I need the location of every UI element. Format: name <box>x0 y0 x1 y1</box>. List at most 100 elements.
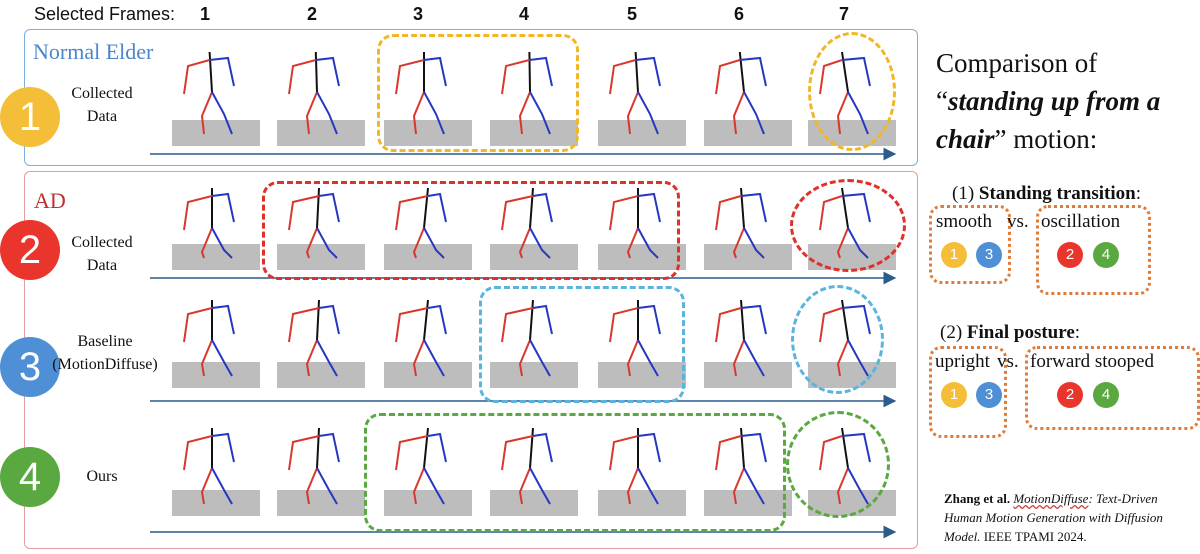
row3-frame6-left-leg <box>732 339 745 377</box>
row4-frame2-right-leg <box>316 467 338 505</box>
row1-frame4-torso <box>528 51 531 93</box>
row3-frame5-floor <box>598 362 686 388</box>
row1-frame5-floor <box>598 120 686 146</box>
row4-frame2-right-arm <box>318 432 340 463</box>
row3-frame5-left-leg <box>626 339 639 377</box>
row2-frame4-floor <box>490 244 578 270</box>
row3-highlight-frame-7 <box>791 285 884 394</box>
row3-frame1-right-arm <box>211 304 235 335</box>
row2-frame3-torso <box>423 187 429 229</box>
row2-frame4-right-arm <box>532 192 553 223</box>
row4-frame1-right-leg <box>211 467 233 505</box>
row2-frame4-right-leg <box>529 227 551 259</box>
row1-frame2-torso <box>314 51 318 93</box>
row1-frame3-left-leg <box>412 91 425 135</box>
criterion-1-badge-4: 4 <box>1093 242 1119 268</box>
row3-frame6-left-arm <box>715 307 742 343</box>
criterion-1-right-group <box>1036 205 1151 295</box>
row3-frame6-torso <box>740 299 745 341</box>
row4-frame1-left-leg <box>200 467 213 505</box>
row4-frame2-left-leg <box>305 467 318 505</box>
row3-frame2-right-arm <box>318 304 340 335</box>
row4-frame6-right-arm <box>740 432 767 463</box>
row3-frame4-left-leg <box>518 339 531 377</box>
row4-frame2-torso <box>316 427 320 469</box>
row4-frame1-right-arm <box>211 432 235 463</box>
row2-frame5-right-arm <box>637 192 661 223</box>
row4-frame5-right-leg <box>637 467 659 505</box>
row1-frame1-left-leg <box>200 91 213 135</box>
criterion-1-left-group <box>929 205 1011 284</box>
row3-frame3-right-leg <box>423 339 445 377</box>
row3-frame4-right-leg <box>529 339 551 377</box>
criterion-1-left-word: smooth <box>936 211 992 232</box>
row1-frame2-left-arm <box>288 59 317 95</box>
row2-frame1-right-arm <box>211 192 235 223</box>
row-badge-1: 1 <box>0 87 60 147</box>
row3-frame2-floor <box>277 362 365 388</box>
frame-number-7: 7 <box>838 4 849 24</box>
row3-frame2-left-arm <box>288 307 320 343</box>
row3-frame1-floor <box>172 362 260 388</box>
row4-frame5-left-arm <box>609 435 639 471</box>
row1-highlight-frames-3-4 <box>377 34 579 152</box>
row3-frame3-right-arm <box>427 304 447 335</box>
row4-frame3-right-arm <box>427 432 447 463</box>
frame-number-2: 2 <box>306 4 317 24</box>
row4-frame5-right-arm <box>637 432 661 463</box>
row3-frame2-torso <box>316 299 320 341</box>
row4-frame4-right-leg <box>529 467 551 505</box>
row1-frame6-right-arm <box>739 56 767 87</box>
row2-frame1-left-leg <box>200 227 213 259</box>
criterion-2-badge-3: 3 <box>976 382 1002 408</box>
row4-frame6-left-arm <box>715 435 742 471</box>
criterion-1-right-word: oscillation <box>1041 211 1121 232</box>
row-label-1: Collected Data <box>37 82 167 128</box>
row4-frame4-left-leg <box>518 467 531 505</box>
citation-author: Zhang et al. <box>944 491 1011 506</box>
row4-frame2-left-arm <box>288 435 320 471</box>
row2-frame3-left-arm <box>395 195 429 231</box>
row3-frame5-right-arm <box>637 304 661 335</box>
row3-frame3-left-leg <box>412 339 425 377</box>
row2-frame6-left-arm <box>715 195 742 231</box>
row1-frame5-right-leg <box>637 91 659 135</box>
row4-frame3-torso <box>423 427 429 469</box>
row4-frame6-left-leg <box>732 467 745 505</box>
row3-frame5-right-leg <box>637 339 659 377</box>
normal-elder-group-title: Normal Elder <box>33 39 154 64</box>
row3-frame6-floor <box>704 362 792 388</box>
row2-frame6-torso <box>740 187 745 229</box>
row3-frame3-torso <box>423 299 429 341</box>
row2-frame6-left-leg <box>732 227 745 259</box>
row3-frame6-right-leg <box>743 339 765 377</box>
comparison-title-line-1: Comparison of <box>936 48 1098 78</box>
comparison-title: Comparison of “standing up from a chair”… <box>936 44 1196 158</box>
row1-frame1-left-arm <box>183 59 210 95</box>
criterion-2-right-group <box>1025 346 1200 430</box>
row4-frame4-floor <box>490 490 578 516</box>
row3-frame4-torso <box>529 299 534 341</box>
row1-frame6-left-leg <box>732 91 745 135</box>
criterion-1-badge-1: 1 <box>941 242 967 268</box>
frame-number-1: 1 <box>199 4 210 24</box>
row-label-4: Ours <box>37 465 167 488</box>
row-label-3-line-1: Baseline <box>77 333 133 350</box>
row2-frame2-floor <box>277 244 365 270</box>
row2-frame1-right-leg <box>211 227 233 259</box>
row3-frame4-left-arm <box>501 307 534 343</box>
row-badge-4: 4 <box>0 447 60 507</box>
row3-frame1-left-arm <box>183 307 213 343</box>
criterion-1-heading: (1) Standing transition: <box>952 183 1141 204</box>
criterion-2-badge-4: 4 <box>1093 382 1119 408</box>
row2-highlight-frames-2-5 <box>262 181 680 280</box>
ad-group-title: AD <box>34 188 66 213</box>
row2-frame2-right-leg <box>316 227 338 259</box>
row3-frame1-left-leg <box>200 339 213 377</box>
row2-frame5-left-arm <box>609 195 639 231</box>
criterion-2-name: Final posture <box>966 322 1075 343</box>
row2-frame1-floor <box>172 244 260 270</box>
row4-highlight-frame-7 <box>786 411 890 518</box>
row4-frame5-floor <box>598 490 686 516</box>
row2-frame2-torso <box>316 187 320 229</box>
